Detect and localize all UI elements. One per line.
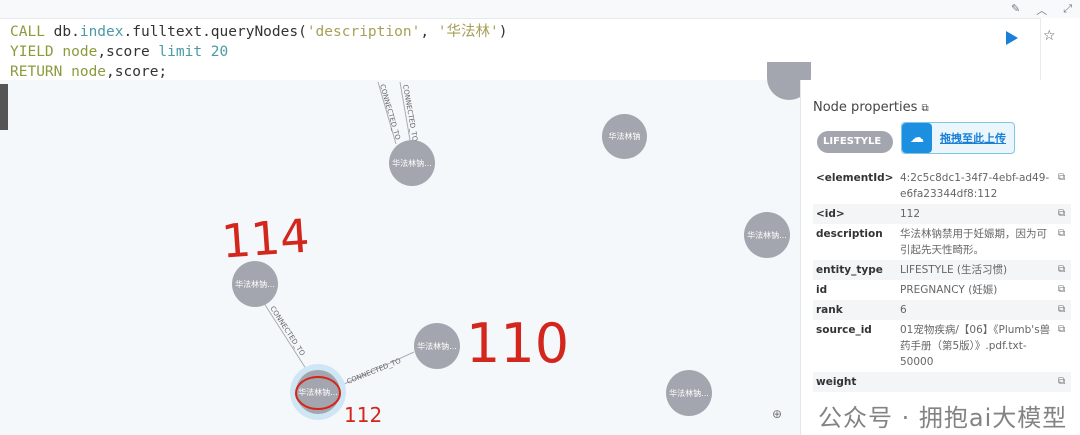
property-row: id PREGNANCY (妊娠) ⧉ <box>813 280 1071 300</box>
run-button[interactable] <box>1006 31 1018 45</box>
property-value: 01宠物疾病/【06】《Plumb's兽药手册（第5版）》.pdf.txt-50… <box>900 324 1051 368</box>
copy-icon[interactable]: ⧉ <box>1058 228 1066 239</box>
property-key: <id> <box>816 208 845 220</box>
property-value: 6 <box>900 304 907 316</box>
graph-node[interactable]: 华法林钠 <box>602 114 647 159</box>
zoom-in-icon[interactable]: ⊕ <box>772 407 783 421</box>
property-row: source_id 01宠物疾病/【06】《Plumb's兽药手册（第5版）》.p… <box>813 320 1071 372</box>
property-row: weight ⧉ <box>813 372 1071 392</box>
property-row: entity_type LIFESTYLE (生活习惯) ⧉ <box>813 260 1071 280</box>
property-value: 112 <box>900 208 921 220</box>
edge-line <box>261 299 309 373</box>
copy-icon[interactable]: ⧉ <box>1058 376 1066 387</box>
query-editor[interactable]: CALL db.index.fulltext.queryNodes('descr… <box>0 18 1041 82</box>
graph-node[interactable]: 华法林钠... <box>414 323 460 369</box>
property-value: 华法林钠禁用于妊娠期，因为可引起先天性畸形。 <box>900 228 1047 256</box>
edge-line <box>341 351 415 386</box>
upload-label[interactable]: 拖拽至此上传 <box>940 132 1006 145</box>
copy-icon[interactable]: ⧉ <box>921 103 929 114</box>
pin-icon[interactable]: ✎ <box>1010 2 1021 15</box>
property-row: <id> 112 ⧉ <box>813 204 1071 224</box>
property-value: LIFESTYLE (生活习惯) <box>900 264 1008 276</box>
star-icon[interactable]: ☆ <box>1043 28 1056 44</box>
query-line-3: RETURN node,score; <box>10 64 168 80</box>
property-key: <elementId> <box>816 172 894 184</box>
property-value <box>897 372 1055 392</box>
edge-label: CONNECTED_TO <box>378 83 402 141</box>
scrollbar[interactable] <box>0 84 8 130</box>
node-properties-panel: Node properties ⧉ LIFESTYLE ☁ 拖拽至此上传 <el… <box>800 80 1080 435</box>
property-row: rank 6 ⧉ <box>813 300 1071 320</box>
top-bar: ✎ ︿ ⤢ <box>0 0 1080 18</box>
edge-line <box>399 81 411 141</box>
query-line-1: CALL db.index.fulltext.queryNodes('descr… <box>10 24 508 40</box>
property-key: entity_type <box>816 264 883 276</box>
expand-icon[interactable]: ⤢ <box>1063 2 1072 15</box>
property-value: 4:2c5c8dc1-34f7-4ebf-ad49-e6fa23344df8:1… <box>900 172 1050 200</box>
query-line-2: YIELD node,score limit 20 <box>10 44 229 60</box>
graph-node-selected[interactable]: 华法林钠... <box>296 370 340 414</box>
edge-line <box>377 81 397 145</box>
watermark: 公众号 · 拥抱ai大模型 <box>818 404 1068 432</box>
copy-icon[interactable]: ⧉ <box>1058 284 1066 295</box>
copy-icon[interactable]: ⧉ <box>1058 264 1066 275</box>
edge-label: CONNECTED_TO <box>401 84 419 143</box>
property-key: rank <box>816 304 843 316</box>
copy-icon[interactable]: ⧉ <box>1058 324 1066 335</box>
property-key: id <box>816 284 828 296</box>
query-code[interactable]: CALL db.index.fulltext.queryNodes('descr… <box>10 22 508 82</box>
chevron-up-icon[interactable]: ︿ <box>1036 4 1048 17</box>
panel-title: Node properties ⧉ <box>813 100 929 115</box>
edge-label: CONNECTED_TO <box>268 305 306 358</box>
property-key: weight <box>816 376 857 388</box>
upload-overlay[interactable]: ☁ 拖拽至此上传 <box>901 122 1015 154</box>
graph-node[interactable]: 华法林钠... <box>666 370 712 416</box>
edge-label: CONNECTED_TO <box>346 357 403 386</box>
label-badge[interactable]: LIFESTYLE <box>817 131 893 153</box>
property-key: source_id <box>816 324 872 336</box>
cloud-upload-icon: ☁ <box>902 123 932 153</box>
property-value: PREGNANCY (妊娠) <box>900 284 998 296</box>
copy-icon[interactable]: ⧉ <box>1058 172 1066 183</box>
copy-icon[interactable]: ⧉ <box>1058 304 1066 315</box>
graph-node[interactable]: 华法林钠... <box>389 140 435 186</box>
properties-table: <elementId> 4:2c5c8dc1-34f7-4ebf-ad49-e6f… <box>813 168 1071 392</box>
copy-icon[interactable]: ⧉ <box>1058 208 1066 219</box>
property-row: description 华法林钠禁用于妊娠期，因为可引起先天性畸形。 ⧉ <box>813 224 1071 260</box>
property-row: <elementId> 4:2c5c8dc1-34f7-4ebf-ad49-e6f… <box>813 168 1071 204</box>
graph-canvas[interactable]: CONNECTED_TO CONNECTED_TO CONNECTED_TO C… <box>0 62 811 435</box>
graph-node[interactable]: 华法林钠... <box>232 261 278 307</box>
property-key: description <box>816 228 883 240</box>
graph-node[interactable]: 华法林钠... <box>744 212 790 258</box>
